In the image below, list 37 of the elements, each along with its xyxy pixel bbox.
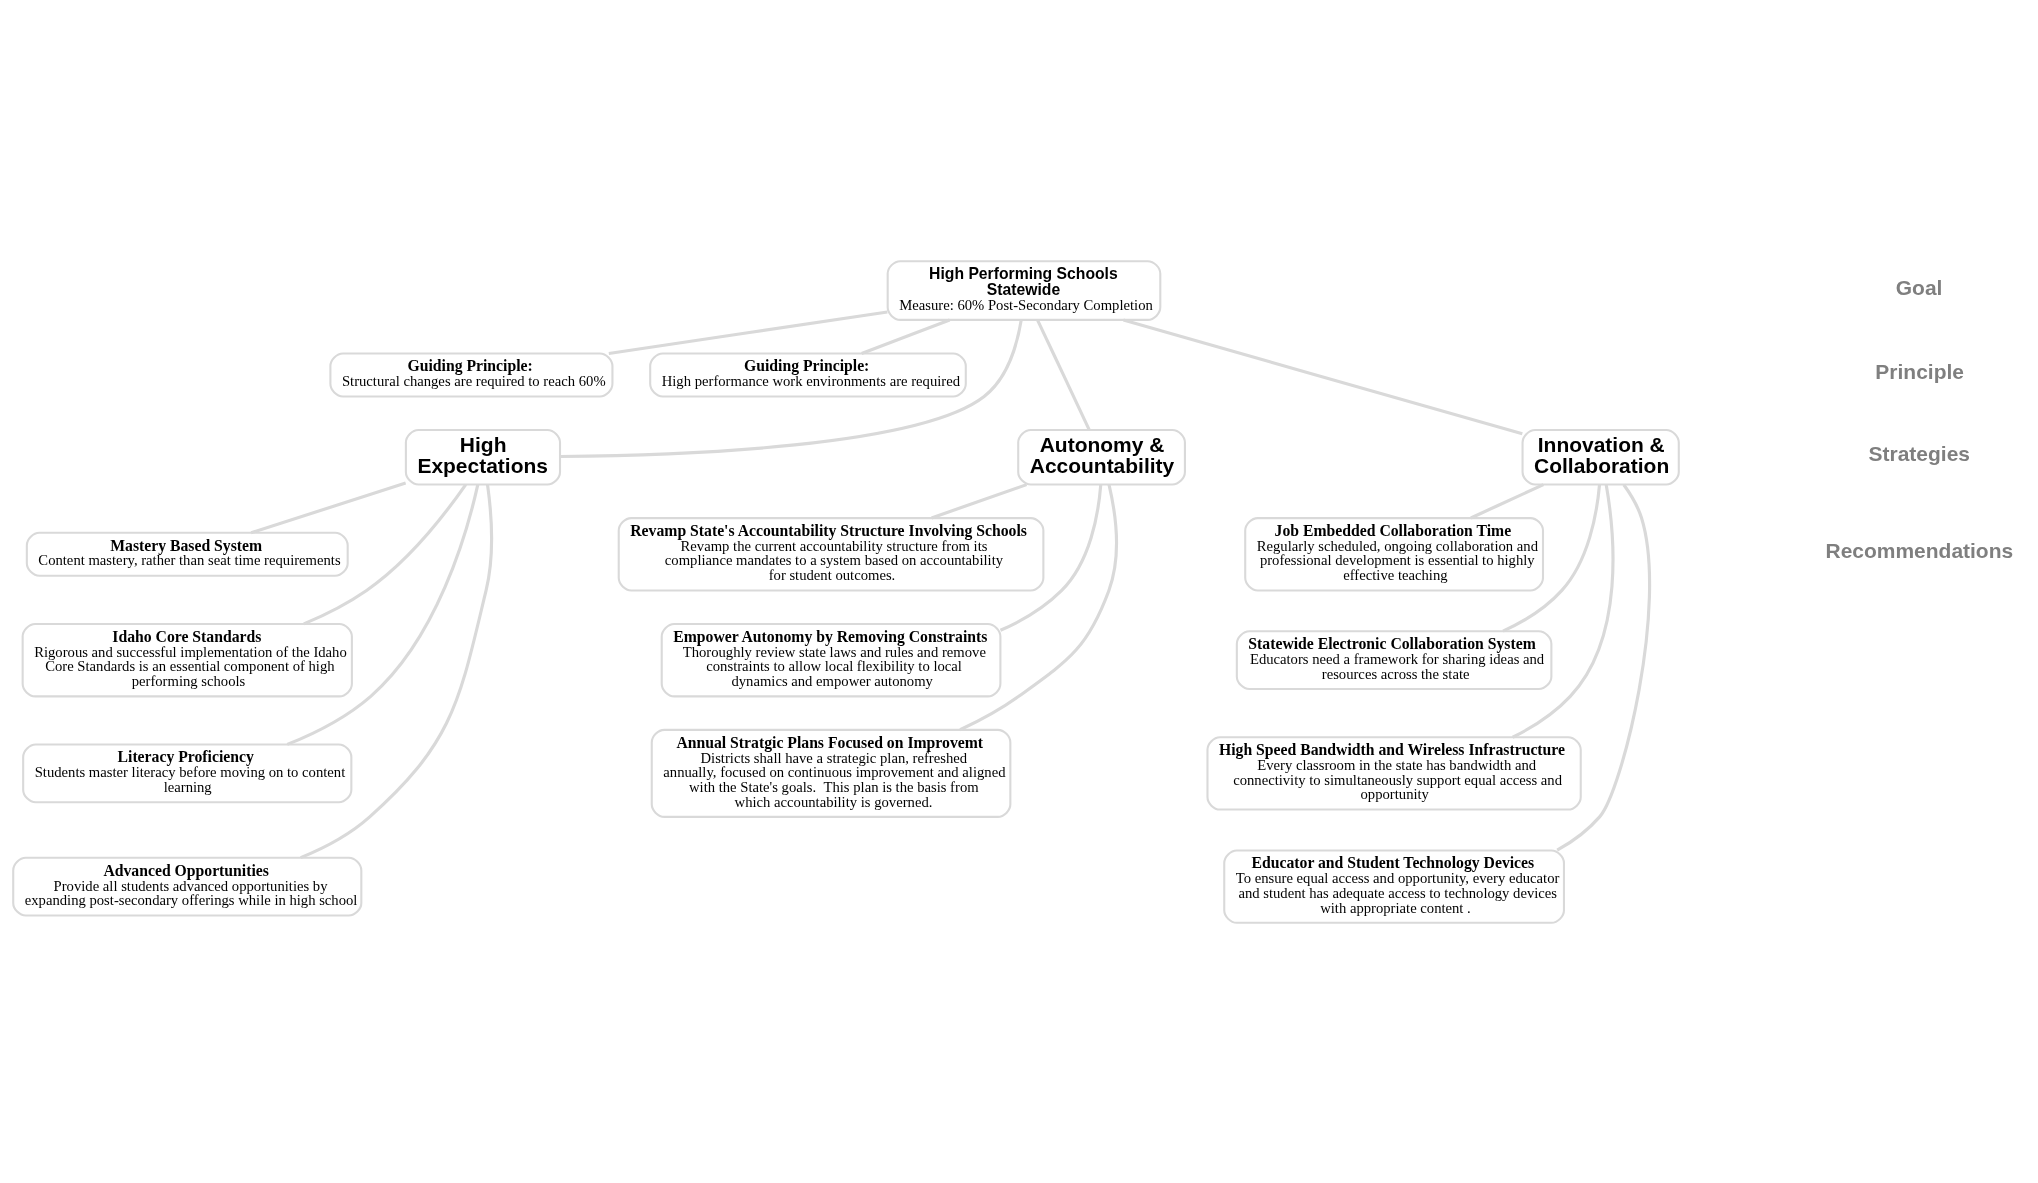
node-box: Idaho Core Standards Rigorous and successful implementation of the Idaho Core Standards is an essential component of high performing schools bbox=[21, 622, 353, 697]
node-box: Empower Autonomy by Removing Constraints Thoroughly review state laws and rules and remove constraints to allow local flexibility to local dynamics and empower autonomy bbox=[660, 622, 1002, 697]
connector bbox=[1512, 483, 1615, 739]
connector bbox=[1556, 483, 1651, 852]
label: Principle bbox=[1875, 359, 1964, 383]
connector bbox=[300, 483, 494, 859]
node-box: Revamp State's Accountability Structure Involving Schools Revamp the current accountability structure from its compliance mandates to a system based on accountability for student outcomes. bbox=[617, 516, 1045, 591]
connector bbox=[1502, 483, 1602, 633]
node-box: Innovation & Collaboration bbox=[1521, 428, 1680, 486]
label: Goal bbox=[1895, 275, 1943, 299]
connector bbox=[303, 483, 467, 625]
label: Strategies bbox=[1868, 441, 1970, 465]
node-box: Autonomy & Accountability bbox=[1017, 428, 1186, 486]
connector bbox=[999, 483, 1103, 632]
connector bbox=[1036, 318, 1091, 430]
connector bbox=[931, 482, 1028, 519]
node-box: Guiding Principle: Structural changes are required to reach 60% bbox=[329, 351, 614, 397]
label: Recommendations bbox=[1825, 538, 2014, 562]
connector bbox=[861, 317, 951, 355]
node-box: Guiding Principle: High performance work environments are required bbox=[649, 351, 967, 397]
node-box: Statewide Electronic Collaboration System Educators need a framework for sharing ideas and resources across the state bbox=[1235, 629, 1553, 690]
connector bbox=[560, 319, 1023, 458]
node-box: Job Embedded Collaboration Time Regularly scheduled, ongoing collaboration and professional development is essential to highly effective teaching bbox=[1244, 516, 1545, 591]
node-box: High Expectations bbox=[404, 428, 562, 486]
connector bbox=[250, 481, 407, 534]
connector bbox=[1470, 482, 1545, 519]
node-box: High Performing Schools Statewide Measure: 60% Post-Secondary Completion bbox=[886, 259, 1162, 321]
connector bbox=[959, 483, 1118, 731]
connector bbox=[608, 309, 888, 355]
node-box: Annual Stratgic Plans Focused on Improvemt Districts shall have a strategic plan, refreshed annually, focused on continuous improvement and aligned with the State's goals. This plan is the basis from which accountability is governed. bbox=[650, 728, 1012, 818]
node-box: High Speed Bandwidth and Wireless Infrastructure Every classroom in the state has bandwidth and connectivity to simultaneously support equal access and opportunity bbox=[1206, 735, 1582, 811]
node-box: Educator and Student Technology Devices To ensure equal access and opportunity, every educator and student has adequate access to technology devices with appropriate content . bbox=[1223, 848, 1565, 924]
node-box: Mastery Based System Content mastery, rather than seat time requirements bbox=[25, 531, 349, 577]
connector bbox=[1123, 317, 1523, 435]
connector bbox=[286, 483, 480, 746]
node-box: Literacy Proficiency Students master literacy before moving on to content learning bbox=[22, 743, 353, 803]
node-box: Advanced Opportunities Provide all students advanced opportunities by expanding post-secondary offerings while in high school bbox=[12, 856, 363, 916]
